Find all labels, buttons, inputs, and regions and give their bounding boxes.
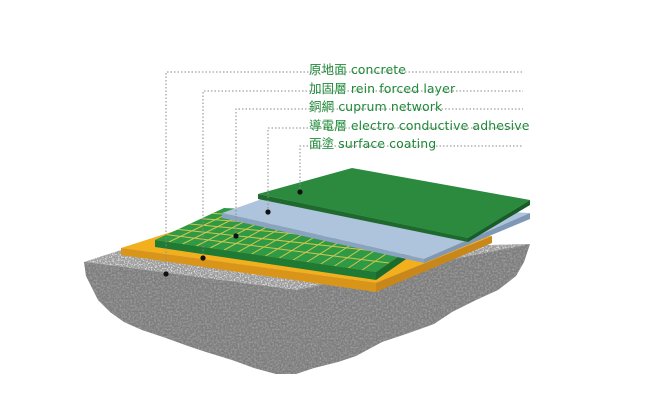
marker-dot-reinforced <box>200 255 206 261</box>
label-concrete-cn: 原地面 <box>309 62 347 77</box>
marker-dot-adhesive <box>265 209 271 215</box>
reinforced-layer-edge <box>121 248 376 292</box>
reinforced-layer-side <box>376 236 492 292</box>
label-concrete-en: concrete <box>350 62 407 77</box>
grid-line <box>166 234 390 264</box>
leader-line-cuprum <box>235 108 523 236</box>
marker-dot-coating <box>297 189 303 195</box>
leader-line-adhesive <box>267 127 523 212</box>
leader-lines <box>165 71 523 274</box>
leader-line-concrete <box>165 71 523 274</box>
concrete-front-face <box>84 244 530 374</box>
surface-coating-side <box>468 200 530 242</box>
conductive-adhesive-edge <box>222 213 424 263</box>
leader-line-coating <box>299 145 523 192</box>
label-surface-coating-cn: 面塗 <box>309 136 335 151</box>
grid-line <box>177 228 403 255</box>
label-conductive-adhesive-en: electro conductive adhesive <box>350 118 530 133</box>
label-conductive-adhesive-cn: 導電層 <box>309 118 347 133</box>
label-surface-coating-en: surface coating <box>338 136 437 151</box>
label-reinforced-layer-en: rein forced layer <box>350 81 456 96</box>
surface-coating-top <box>258 168 530 238</box>
label-cuprum-network-en: cuprum network <box>338 99 443 114</box>
marker-dot-concrete <box>163 271 169 277</box>
conductive-adhesive-side <box>424 213 530 263</box>
surface-coating-edge <box>258 194 468 242</box>
label-cuprum-network-cn: 銅網 <box>309 99 335 114</box>
cuprum-network-edge <box>155 240 376 280</box>
label-reinforced-layer-cn: 加固層 <box>309 81 347 96</box>
marker-dot-cuprum <box>233 233 239 239</box>
